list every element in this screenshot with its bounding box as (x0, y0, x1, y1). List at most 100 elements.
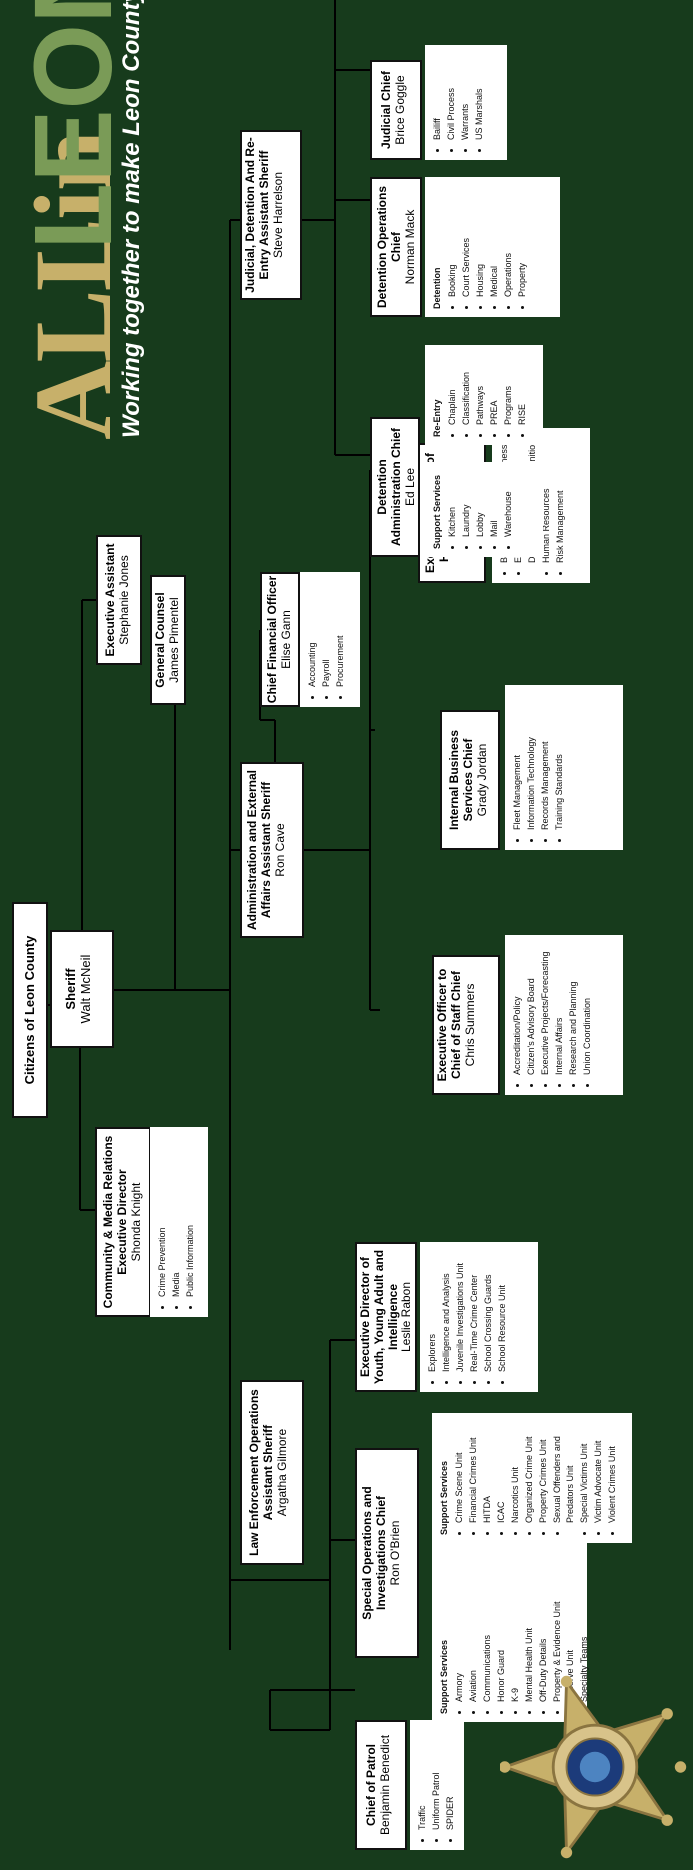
list-item: Sexual Offenders and Predators Unit (551, 1419, 579, 1523)
exec-assistant-name: Stephanie Jones (116, 555, 131, 645)
cfo-name: Elise Gann (278, 610, 293, 669)
list-item: Medical (488, 183, 502, 297)
exec-officer-box: Executive Officer to Chief of Staff Chie… (432, 955, 500, 1095)
top-title: Citizens of Leon County (22, 935, 37, 1085)
list-item: Records Management (539, 691, 553, 830)
list-item: Programs (502, 351, 516, 425)
list-item: Payroll (320, 578, 334, 687)
detention-admin-support-list: Support Services Kitchen Laundry Lobby M… (425, 462, 543, 557)
list-item: Accounting (306, 578, 320, 687)
list-item: Risk Management (554, 434, 568, 563)
detention-admin-box: Detention Administration Chief Ed Lee (370, 417, 420, 557)
judicial-box: Judicial, Detention And Re-Entry Assista… (240, 130, 302, 300)
list-item: Training Standards (553, 691, 567, 830)
list-item: Fleet Management (511, 691, 525, 830)
sheriff-badge-icon (500, 1675, 687, 1859)
list-item: Crime Scene Unit (453, 1419, 467, 1523)
judicial-chief-box: Judicial Chief Brice Goggle (370, 60, 422, 160)
list-item: RISE (516, 351, 530, 425)
list-item: Mail (488, 468, 502, 537)
list-item: Warrants (459, 51, 473, 140)
youth-name: Leslie Rabon (399, 1281, 414, 1353)
list-heading: Re-Entry (432, 399, 442, 437)
detention-ops-list: Detention Booking Court Services Housing… (425, 177, 560, 317)
law-box: Law Enforcement Operations Assistant She… (240, 1380, 304, 1565)
detention-ops-title: Detention Operations Chief (375, 186, 403, 309)
list-item: Internal Affairs (553, 941, 567, 1075)
community-list: Crime PreventionMediaPublic Information (150, 1127, 208, 1317)
list-item: Court Services (460, 183, 474, 297)
admin-title: Administration and External Affairs Assi… (245, 769, 273, 931)
list-item: Property (516, 183, 530, 297)
list-item: Information Technology (525, 691, 539, 830)
list-item: Booking (446, 183, 460, 297)
list-item: Pathways (474, 351, 488, 425)
list-item: Uniform Patrol (430, 1726, 444, 1830)
list-item: Property Crimes Unit (537, 1419, 551, 1523)
youth-title: Executive Director of Youth, Young Adult… (358, 1249, 400, 1385)
internal-business-box: Internal Business Services Chief Grady J… (440, 710, 500, 850)
list-heading: Support Services (439, 1460, 449, 1535)
list-item: Special Victims Unit (578, 1419, 592, 1523)
list-item: Media (170, 1133, 184, 1297)
exec-assistant-box: Executive Assistant Stephanie Jones (96, 535, 142, 665)
community-title: Community & Media Relations Executive Di… (101, 1135, 129, 1309)
judicial-title: Judicial, Detention And Re-Entry Assista… (243, 137, 271, 293)
internal-business-title: Internal Business Services Chief (447, 729, 475, 831)
patrol-list: TrafficUniform PatrolSPIDER (410, 1720, 464, 1850)
list-item: Warehouse (502, 468, 516, 537)
list-item: HITDA (481, 1419, 495, 1523)
sheriff-title: Sheriff (63, 968, 78, 1010)
patrol-box: Chief of Patrol Benjamin Benedict (355, 1720, 407, 1850)
patrol-title: Chief of Patrol (364, 1744, 378, 1827)
exec-officer-list: Accreditation/Policy Citizen's Advisory … (505, 935, 623, 1095)
detention-admin-reentry-list: Re-Entry Chaplain Classification Pathway… (425, 345, 543, 445)
list-item: ICAC (495, 1419, 509, 1523)
general-counsel-name: James Pimentel (166, 597, 181, 683)
list-item: US Marshals (473, 51, 487, 140)
list-item: Public Information (184, 1133, 198, 1297)
sheriff-name: Walt McNeil (77, 954, 93, 1024)
cfo-list: Accounting Payroll Procurement (300, 572, 360, 707)
tagline: Working together to make Leon County saf… (118, 0, 145, 438)
youth-box: Executive Director of Youth, Young Adult… (355, 1242, 417, 1392)
list-item: Citizen's Advisory Board (525, 941, 539, 1075)
list-item: Explorers (426, 1248, 440, 1372)
special-ops-name: Ron O'Brien (387, 1520, 402, 1586)
special-ops-box: Special Operations and Investigations Ch… (355, 1448, 419, 1658)
list-item: Research and Planning (567, 941, 581, 1075)
list-item: PREA (488, 351, 502, 425)
exec-officer-title: Executive Officer to Chief of Staff Chie… (435, 968, 463, 1082)
list-item: Narcotics Unit (509, 1419, 523, 1523)
list-item: Kitchen (446, 468, 460, 537)
list-item: Victim Advocate Unit (592, 1419, 606, 1523)
list-item: Lobby (474, 468, 488, 537)
internal-business-list: Fleet Management Information Technology … (505, 685, 623, 850)
general-counsel-title: General Counsel (153, 592, 167, 688)
list-item: Bailiff (431, 51, 445, 140)
list-item: SPIDER (444, 1726, 458, 1830)
top-box: Citizens of Leon County (12, 902, 48, 1118)
cfo-box: Chief Financial Officer Elise Gann (260, 572, 300, 707)
list-item: Aviation (467, 1523, 481, 1702)
law-name: Argatha Gilmore (274, 1428, 289, 1517)
list-item: Real-Time Crime Center (468, 1248, 482, 1372)
list-item: Violent Crimes Unit (606, 1419, 620, 1523)
list-item: School Crossing Guards (482, 1248, 496, 1372)
detention-admin-name: Ed Lee (402, 467, 417, 507)
list-item: Chaplain (446, 351, 460, 425)
list-item: Procurement (334, 578, 348, 687)
list-heading: Detention (432, 267, 442, 310)
patrol-name: Benjamin Benedict (377, 1734, 392, 1836)
list-item: Laundry (460, 468, 474, 537)
list-item: Union Coordination (581, 941, 595, 1075)
list-item: Crime Prevention (156, 1133, 170, 1297)
detention-admin-title: Detention Administration Chief (375, 428, 403, 547)
law-title: Law Enforcement Operations Assistant She… (247, 1389, 275, 1556)
special-ops-support-b-list: Support Services Crime Scene Unit Financ… (432, 1413, 632, 1543)
list-item: Armory (453, 1523, 467, 1702)
list-item: Executive Projects/Forecasting (539, 941, 553, 1075)
list-item: Organized Crime Unit (523, 1419, 537, 1523)
